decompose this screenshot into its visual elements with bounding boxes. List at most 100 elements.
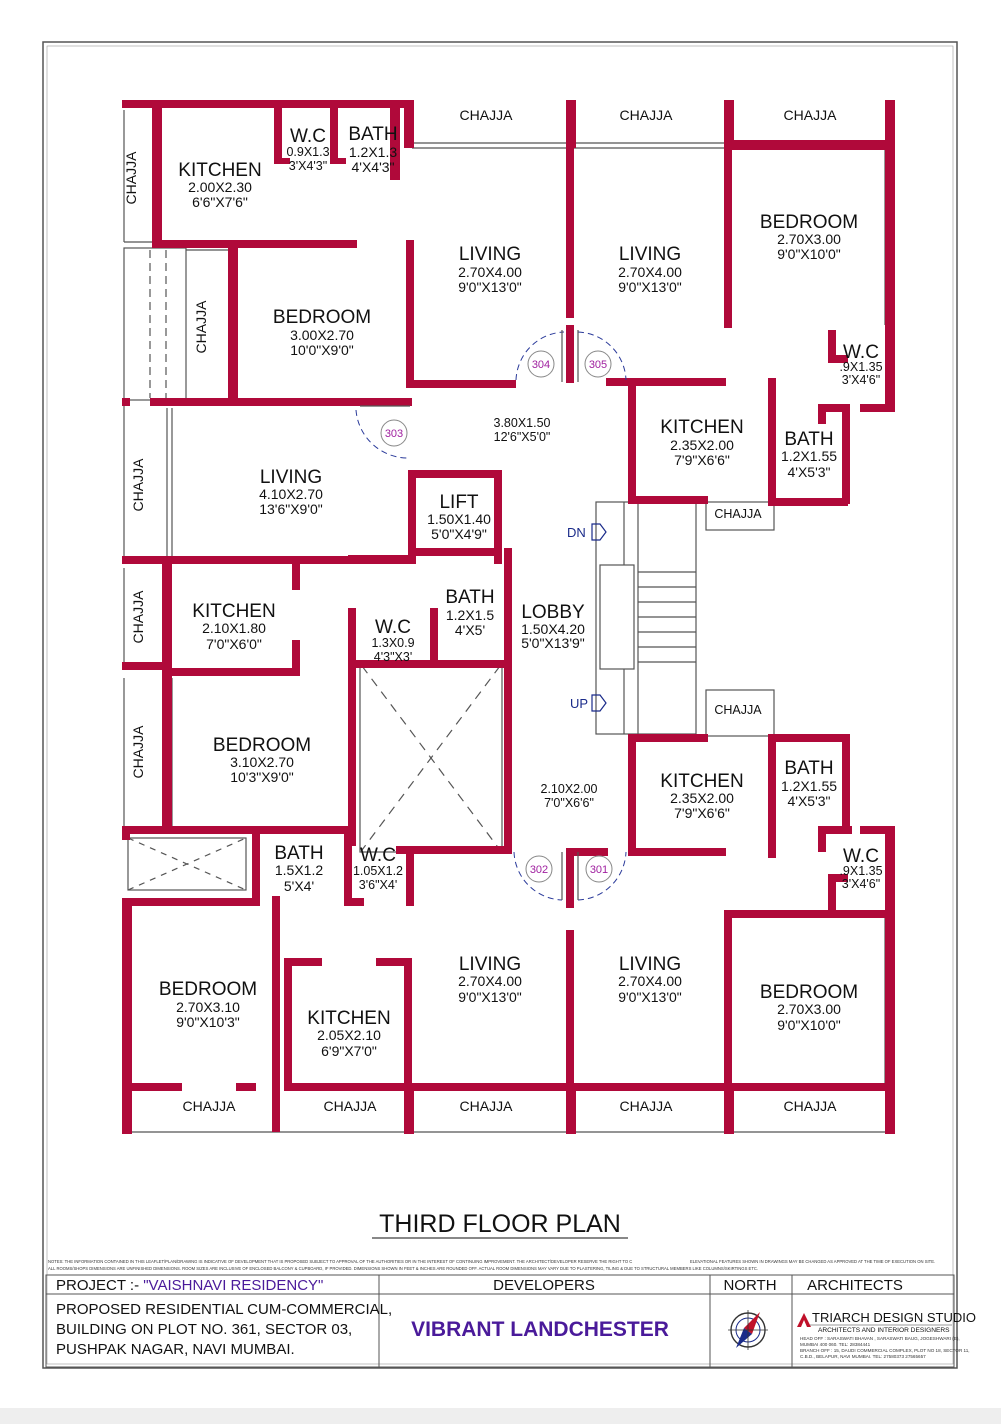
room-name: KITCHEN (178, 160, 261, 181)
room-dim-metric: .9X1.35 (839, 360, 882, 374)
room-dim-metric: 3.00X2.70 (290, 327, 354, 343)
room-dim-metric: 2.10X2.00 (541, 782, 598, 796)
room-dim-imperial: 6'9"X7'0" (321, 1043, 377, 1059)
chajja-label: CHAJJA (130, 725, 146, 779)
room-name: W.C (843, 846, 879, 867)
room-dim-metric: 2.70X4.00 (618, 264, 682, 280)
room-dim-imperial: 9'0"X13'0" (458, 989, 522, 1005)
room-name: BEDROOM (760, 212, 858, 233)
room-dim-imperial: 3'X4'3" (289, 159, 327, 173)
architect-logo (797, 1313, 811, 1327)
room-dim-metric: 1.2X1.55 (781, 778, 837, 794)
room-dim-metric: 1.50X4.20 (521, 621, 585, 637)
room-name: LIVING (619, 954, 681, 975)
room-dim-imperial: 5'0"X13'9" (521, 635, 585, 651)
room-bath-bottom-right: BATH 1.2X1.55 4'X5'3" (781, 758, 837, 809)
room-dim-imperial: 9'0"X10'0" (777, 246, 841, 262)
notes-line2: ALL ROOMS/SHOPS DIMENSIONS ARE UNFINISHE… (48, 1266, 758, 1271)
room-dim-metric: 2.70X4.00 (458, 264, 522, 280)
room-bedroom-top-right: BEDROOM 2.70X3.00 9'0"X10'0" (760, 212, 858, 262)
chajja-label: CHAJJA (460, 1098, 514, 1114)
room-name: LIFT (439, 492, 478, 513)
room-wc-top-left: W.C 0.9X1.3 3'X4'3" (286, 126, 329, 173)
room-name: KITCHEN (660, 417, 743, 438)
room-dim-imperial: 10'3"X9'0" (230, 769, 294, 785)
room-wc-top-right: W.C .9X1.35 3'X4'6" (839, 342, 882, 387)
room-kitchen-bottom-right: KITCHEN 2.35X2.00 7'9"X6'6" (660, 771, 743, 821)
developer-name: VIBRANT LANDCHESTER (411, 1318, 669, 1341)
room-bedroom-top-left: BEDROOM 3.00X2.70 10'0"X9'0" (273, 307, 371, 358)
walls (122, 100, 895, 1134)
room-name: KITCHEN (192, 601, 275, 622)
room-dim-imperial: 12'6"X5'0" (494, 430, 551, 444)
room-lobby: LOBBY 1.50X4.20 5'0"X13'9" (521, 602, 585, 651)
room-dim-metric: 2.35X2.00 (670, 790, 734, 806)
project-description-line: BUILDING ON PLOT NO. 361, SECTOR 03, (56, 1321, 352, 1338)
stair-up-label: UP (570, 696, 588, 711)
room-bedroom-mid-left: BEDROOM 3.10X2.70 10'3"X9'0" (213, 735, 311, 785)
lower-passage: 2.10X2.00 7'0"X6'6" (541, 782, 598, 810)
room-name: W.C (375, 617, 411, 638)
north-label: NORTH (723, 1277, 776, 1294)
room-bath-top-right: BATH 1.2X1.55 4'X5'3" (781, 429, 837, 480)
room-dim-imperial: 10'0"X9'0" (290, 342, 354, 358)
room-dim-imperial: 4'X5'3" (787, 793, 830, 809)
room-dim-metric: 1.2X1.5 (446, 607, 494, 623)
room-dim-imperial: 5'0"X4'9" (431, 526, 487, 542)
room-living-bottom-a: LIVING 2.70X4.00 9'0"X13'0" (458, 954, 522, 1005)
room-dim-imperial: 7'9"X6'6" (674, 452, 730, 468)
room-dim-imperial: 6'6"X7'6" (192, 194, 248, 210)
room-dim-imperial: 9'0"X13'0" (618, 279, 682, 295)
room-name: W.C (843, 342, 879, 363)
chajja-label: CHAJJA (620, 107, 674, 123)
stair-down-label: DN (567, 525, 586, 540)
chajja-label: CHAJJA (130, 590, 146, 644)
architect-office-line: HEAD OFF : SARASWATI BHAVAN , SARASWATI … (800, 1336, 960, 1341)
room-dim-imperial: 4'3"X3' (374, 650, 412, 664)
north-arrow-icon (728, 1310, 768, 1350)
room-dim-metric: .9X1.35 (839, 864, 882, 878)
room-dim-metric: 1.50X1.40 (427, 511, 491, 527)
door-tag-301: 301 (590, 864, 608, 876)
chajja-label: CHAJJA (123, 151, 139, 205)
room-wc-mid-left: W.C 1.3X0.9 4'3"X3' (371, 617, 414, 664)
room-wc-bottom-left: W.C 1.05X1.2 3'6"X4' (353, 845, 403, 892)
room-name: BEDROOM (159, 979, 257, 1000)
room-dim-metric: 2.05X2.10 (317, 1027, 381, 1043)
chajja-label: CHAJJA (784, 107, 838, 123)
room-dim-metric: 3.10X2.70 (230, 754, 294, 770)
room-kitchen-top-right: KITCHEN 2.35X2.00 7'9"X6'6" (660, 417, 743, 468)
room-wc-bottom-right: W.C .9X1.35 3'X4'6" (839, 846, 882, 891)
developers-label: DEVELOPERS (493, 1277, 595, 1294)
room-name: BEDROOM (273, 307, 371, 328)
notes-left: NOTES: THE INFORMATION CONTAINED IN THIS… (48, 1259, 632, 1264)
stair-labels: DN UP (567, 523, 607, 712)
room-dim-imperial: 13'6"X9'0" (259, 501, 323, 517)
room-dim-metric: 4.10X2.70 (259, 486, 323, 502)
project-label: PROJECT :- "VAISHNAVI RESIDENCY" (56, 1277, 323, 1294)
room-dim-metric: 2.00X2.30 (188, 179, 252, 195)
sheet-border (42, 41, 958, 1369)
room-dim-metric: 2.10X1.80 (202, 620, 266, 636)
notes-right: ELEVATIONAL FEATURES SHOWN IN DRAWINGS M… (690, 1259, 935, 1264)
room-dim-imperial: 7'0"X6'0" (206, 636, 262, 652)
room-name: W.C (360, 845, 396, 866)
chajja-label: CHAJJA (714, 507, 762, 521)
room-dim-metric: 2.70X3.00 (777, 231, 841, 247)
room-dim-imperial: 7'9"X6'6" (674, 805, 730, 821)
room-name: BEDROOM (213, 735, 311, 756)
room-bedroom-bottom-right: BEDROOM 2.70X3.00 9'0"X10'0" (760, 982, 858, 1033)
room-dim-metric: 2.70X3.00 (777, 1001, 841, 1017)
room-dim-metric: 0.9X1.3 (286, 145, 329, 159)
chajja-label: CHAJJA (784, 1098, 838, 1114)
chajja-label: CHAJJA (324, 1098, 378, 1114)
door-tag-304: 304 (532, 359, 550, 371)
room-bath-mid-left: BATH 1.2X1.5 4'X5' (445, 587, 494, 638)
architect-office-line: MUMBAI 400 060. TEL: 28384441 (800, 1342, 871, 1347)
chajja-label: CHAJJA (193, 300, 209, 354)
room-bedroom-bottom-left: BEDROOM 2.70X3.10 9'0"X10'3" (159, 979, 257, 1030)
architect-office-line: C.B.D., BELAPUR, NAVI MUMBAI. TEL: 27580… (800, 1354, 926, 1359)
chajja-label: CHAJJA (183, 1098, 237, 1114)
drawing-title: THIRD FLOOR PLAN (379, 1210, 621, 1238)
room-dim-imperial: 9'0"X13'0" (618, 989, 682, 1005)
